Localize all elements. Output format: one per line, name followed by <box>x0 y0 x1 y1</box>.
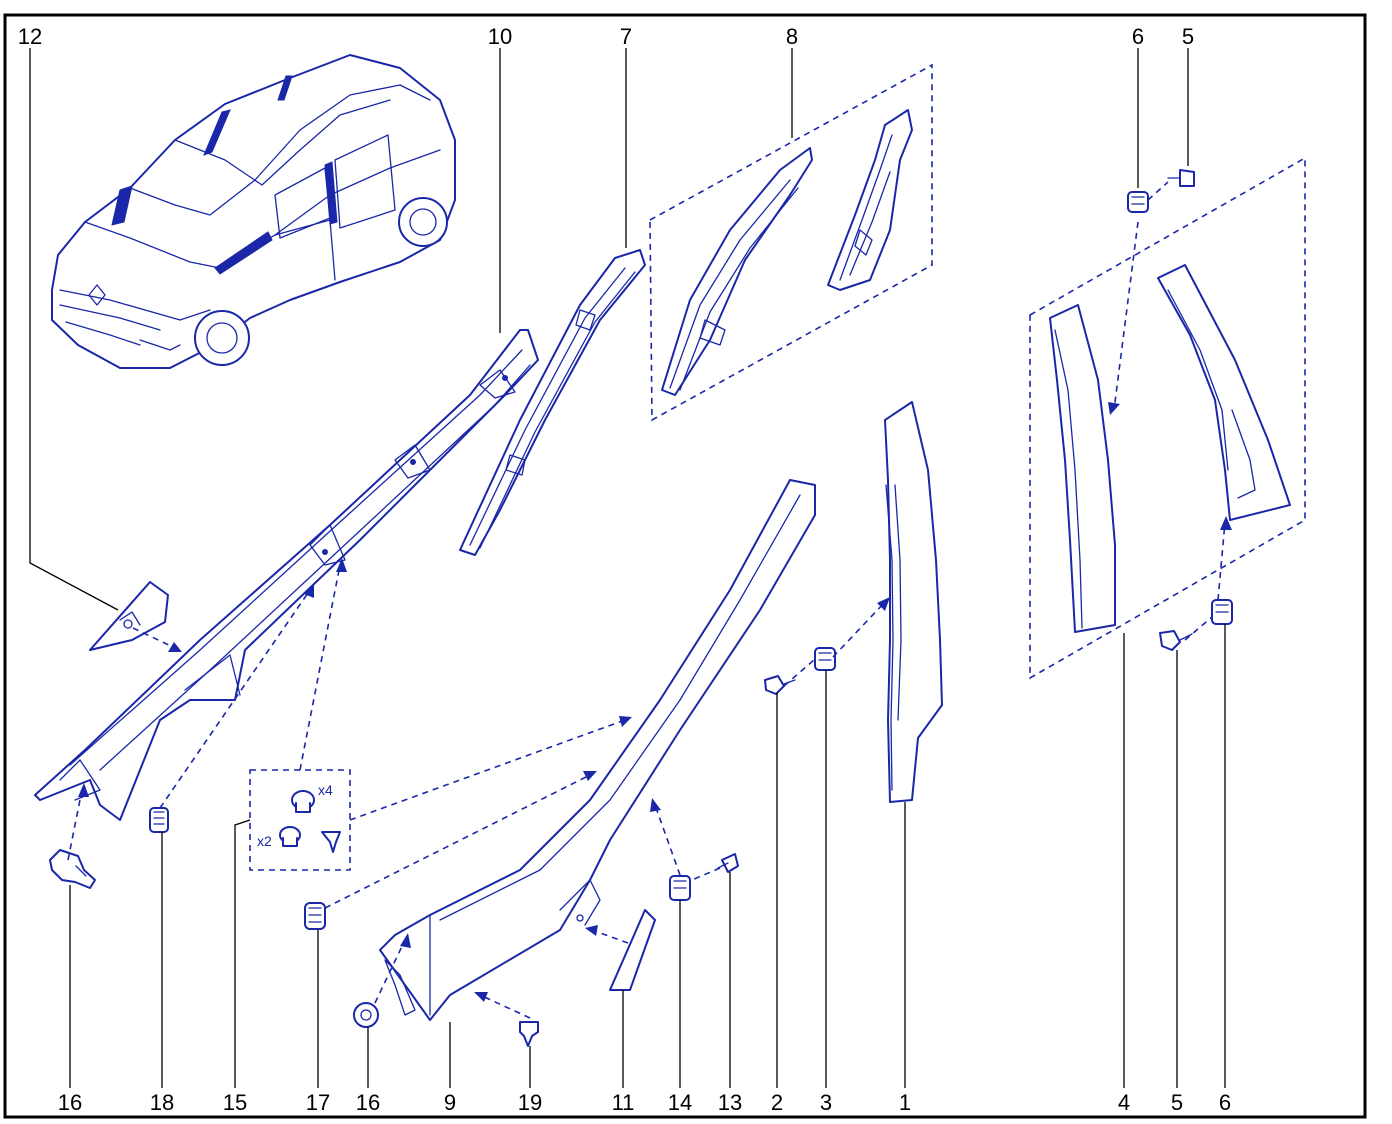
callouts-bottom: 16 18 15 17 16 9 19 11 14 13 2 3 1 4 5 6 <box>58 1090 1231 1115</box>
clip-kit-grommet-large <box>291 790 315 813</box>
assembly-arrows <box>67 181 1213 1019</box>
callout-15: 15 <box>223 1090 247 1115</box>
vehicle-illustration <box>51 54 456 369</box>
part-18-clip <box>149 807 169 833</box>
part-16-clip-left <box>49 849 96 889</box>
part-10-roof-rail-trim <box>34 329 539 821</box>
callout-14: 14 <box>668 1090 692 1115</box>
callout-12: 12 <box>18 24 42 49</box>
part-3-clip <box>814 647 836 671</box>
callout-11: 11 <box>612 1090 635 1115</box>
part-12-pillar-cap <box>89 581 169 651</box>
callout-13: 13 <box>718 1090 742 1115</box>
part-14-clip <box>669 875 691 901</box>
part-4-panel-b <box>1157 264 1291 521</box>
callout-6-bottom: 6 <box>1219 1090 1231 1115</box>
part-9-lower-trim <box>379 479 816 1021</box>
part-1-pillar-trim <box>884 401 943 803</box>
callout-2: 2 <box>771 1090 783 1115</box>
callout-18: 18 <box>150 1090 174 1115</box>
part-4-panel-a <box>1049 304 1116 633</box>
callout-3: 3 <box>820 1090 832 1115</box>
part-5-screw-bottom <box>1159 630 1193 651</box>
part-6-clip-bottom <box>1211 599 1233 625</box>
callout-17: 17 <box>306 1090 330 1115</box>
leader-lines <box>29 48 1226 1088</box>
callout-5-top: 5 <box>1182 24 1194 49</box>
part-6-clip-top <box>1127 191 1149 213</box>
clip-kit-qty-b: x2 <box>257 833 272 849</box>
part-16-grommet <box>353 1002 379 1028</box>
clip-kit-grommet-small <box>279 826 301 847</box>
clip-kit-push-pin <box>321 831 341 853</box>
callout-1: 1 <box>899 1090 911 1115</box>
part-19-push-pin <box>519 1021 539 1047</box>
part-15-clip-kit: x4 x2 <box>249 769 351 871</box>
part-17-clip <box>304 902 326 930</box>
part-2-screw <box>764 675 796 695</box>
callout-16-left: 16 <box>58 1090 82 1115</box>
clip-kit-qty-a: x4 <box>318 782 333 798</box>
callout-6-top: 6 <box>1132 24 1144 49</box>
callout-19: 19 <box>518 1090 542 1115</box>
callout-8: 8 <box>786 24 798 49</box>
part-7-seal-strip <box>459 249 646 556</box>
callout-4: 4 <box>1118 1090 1130 1115</box>
callout-10: 10 <box>488 24 512 49</box>
part-8-bracket-b <box>827 109 913 291</box>
callouts-top: 12 10 7 8 6 5 <box>18 24 1194 49</box>
part-13-screw <box>717 853 739 873</box>
callout-5-bottom: 5 <box>1171 1090 1183 1115</box>
part-11-triangle-trim <box>609 909 656 991</box>
part-8-group <box>649 63 933 422</box>
callout-16-right: 16 <box>356 1090 380 1115</box>
part-8-seal-a <box>661 147 813 396</box>
callout-9: 9 <box>444 1090 456 1115</box>
part-4-group <box>1029 156 1306 680</box>
diagram-frame <box>3 13 1367 1119</box>
callout-7: 7 <box>620 24 632 49</box>
part-5-screw-top <box>1167 169 1195 187</box>
